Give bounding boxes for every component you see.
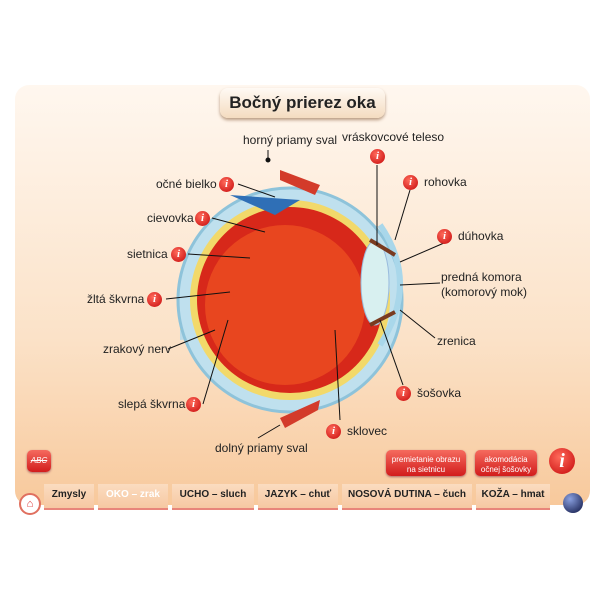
label-sietnica: sietnica xyxy=(127,247,168,261)
button-label: premietanie obrazu xyxy=(391,455,461,464)
label-predna-komora: predná komora xyxy=(441,270,522,284)
label-komorovy-mok: (komorový mok) xyxy=(441,285,528,299)
tab-jazyk-chut[interactable]: JAZYK – chuť xyxy=(258,484,338,510)
info-icon[interactable]: i xyxy=(326,424,341,439)
tab-zmysly[interactable]: Zmysly xyxy=(44,484,94,510)
label-zlta-skvrna: žltá škvrna xyxy=(87,292,145,306)
page-title: Bočný prierez oka xyxy=(220,88,385,118)
label-rohovka: rohovka xyxy=(424,175,467,189)
tab-ucho-sluch[interactable]: UCHO – sluch xyxy=(172,484,254,510)
tab-nosova-dutina-cuch[interactable]: NOSOVÁ DUTINA – čuch xyxy=(342,484,472,510)
label-slepa-skvrna: slepá škvrna xyxy=(118,397,186,411)
button-label: očnej šošovky xyxy=(480,465,532,474)
label-sklovec: sklovec xyxy=(347,424,388,438)
info-icon[interactable]: i xyxy=(403,175,418,190)
info-icon[interactable]: i xyxy=(370,149,385,164)
tab-oko-zrak[interactable]: OKO – zrak xyxy=(98,484,168,510)
abc-labels-toggle-button[interactable]: ABC xyxy=(27,450,51,472)
info-button[interactable]: i xyxy=(549,448,575,474)
tab-koza-hmat[interactable]: KOŽA – hmat xyxy=(476,484,550,510)
globe-icon[interactable] xyxy=(563,493,583,513)
label-zrenica: zrenica xyxy=(437,334,476,348)
info-icon[interactable]: i xyxy=(195,211,210,226)
label-ocne-bielko: očné bielko xyxy=(156,177,217,191)
info-icon[interactable]: i xyxy=(396,386,411,401)
button-label: na sietnicu xyxy=(406,465,446,474)
label-cievovka: cievovka xyxy=(147,211,194,225)
label-vraskovcove-teleso: vráskovcové teleso xyxy=(342,130,445,144)
info-icon[interactable]: i xyxy=(437,229,452,244)
home-icon[interactable]: ⌂ xyxy=(19,493,41,515)
label-horny-priamy-sval: horný priamy sval xyxy=(243,133,338,147)
label-duhovka: dúhovka xyxy=(458,229,504,243)
button-label: akomodácia xyxy=(484,455,528,464)
label-dolny-priamy-sval: dolný priamy sval xyxy=(215,441,308,455)
label-zrakovy-nerv: zrakový nerv xyxy=(103,342,172,356)
info-icon[interactable]: i xyxy=(171,247,186,262)
info-icon[interactable]: i xyxy=(186,397,201,412)
label-sosovka: šošovka xyxy=(417,386,462,400)
info-icon[interactable]: i xyxy=(147,292,162,307)
info-icon[interactable]: i xyxy=(219,177,234,192)
